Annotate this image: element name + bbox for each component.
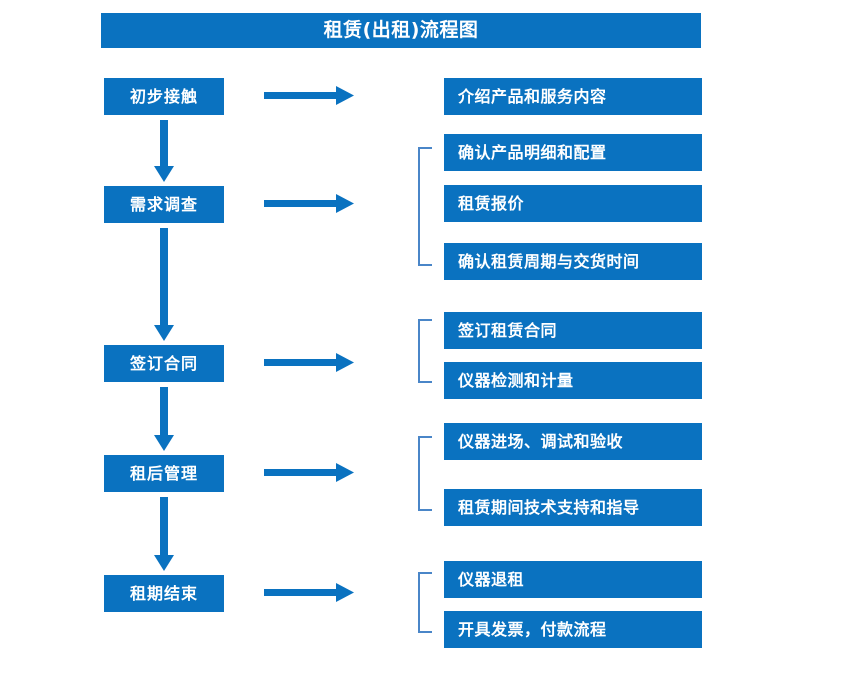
detail-box-technical-support-during-lease[interactable]: 租赁期间技术支持和指导	[444, 489, 702, 526]
detail-box-confirm-product-details-config[interactable]: 确认产品明细和配置	[444, 134, 702, 171]
arrow-lease-end-to-details	[264, 583, 354, 602]
page-title: 租赁(出租)流程图	[101, 13, 701, 48]
bracket-needs-survey-group	[418, 147, 432, 266]
stage-box-lease-end[interactable]: 租期结束	[104, 575, 224, 612]
arrow-needs-survey-to-details	[264, 194, 354, 213]
detail-box-instrument-return[interactable]: 仪器退租	[444, 561, 702, 598]
arrow-sign-contract-to-details	[264, 353, 354, 372]
stage-box-initial-contact[interactable]: 初步接触	[104, 78, 224, 115]
bracket-post-rental-group	[418, 436, 432, 511]
bracket-sign-contract-group	[418, 319, 432, 383]
arrow-initial-contact-to-needs-survey	[154, 120, 174, 182]
stage-box-needs-survey[interactable]: 需求调查	[104, 186, 224, 223]
detail-box-introduce-products-services[interactable]: 介绍产品和服务内容	[444, 78, 702, 115]
stage-box-sign-contract[interactable]: 签订合同	[104, 345, 224, 382]
arrow-needs-survey-to-sign-contract	[154, 228, 174, 341]
detail-box-instrument-entry-debug-acceptance[interactable]: 仪器进场、调试和验收	[444, 423, 702, 460]
arrow-initial-contact-to-details	[264, 86, 354, 105]
detail-box-confirm-lease-period-delivery-time[interactable]: 确认租赁周期与交货时间	[444, 243, 702, 280]
bracket-lease-end-group	[418, 572, 432, 633]
detail-box-invoice-payment-process[interactable]: 开具发票，付款流程	[444, 611, 702, 648]
detail-box-instrument-inspection-metering[interactable]: 仪器检测和计量	[444, 362, 702, 399]
detail-box-rental-quotation[interactable]: 租赁报价	[444, 185, 702, 222]
stage-box-post-rental-management[interactable]: 租后管理	[104, 455, 224, 492]
detail-box-sign-lease-contract[interactable]: 签订租赁合同	[444, 312, 702, 349]
arrow-post-rental-to-lease-end	[154, 497, 174, 571]
arrow-sign-contract-to-post-rental	[154, 387, 174, 451]
arrow-post-rental-to-details	[264, 463, 354, 482]
